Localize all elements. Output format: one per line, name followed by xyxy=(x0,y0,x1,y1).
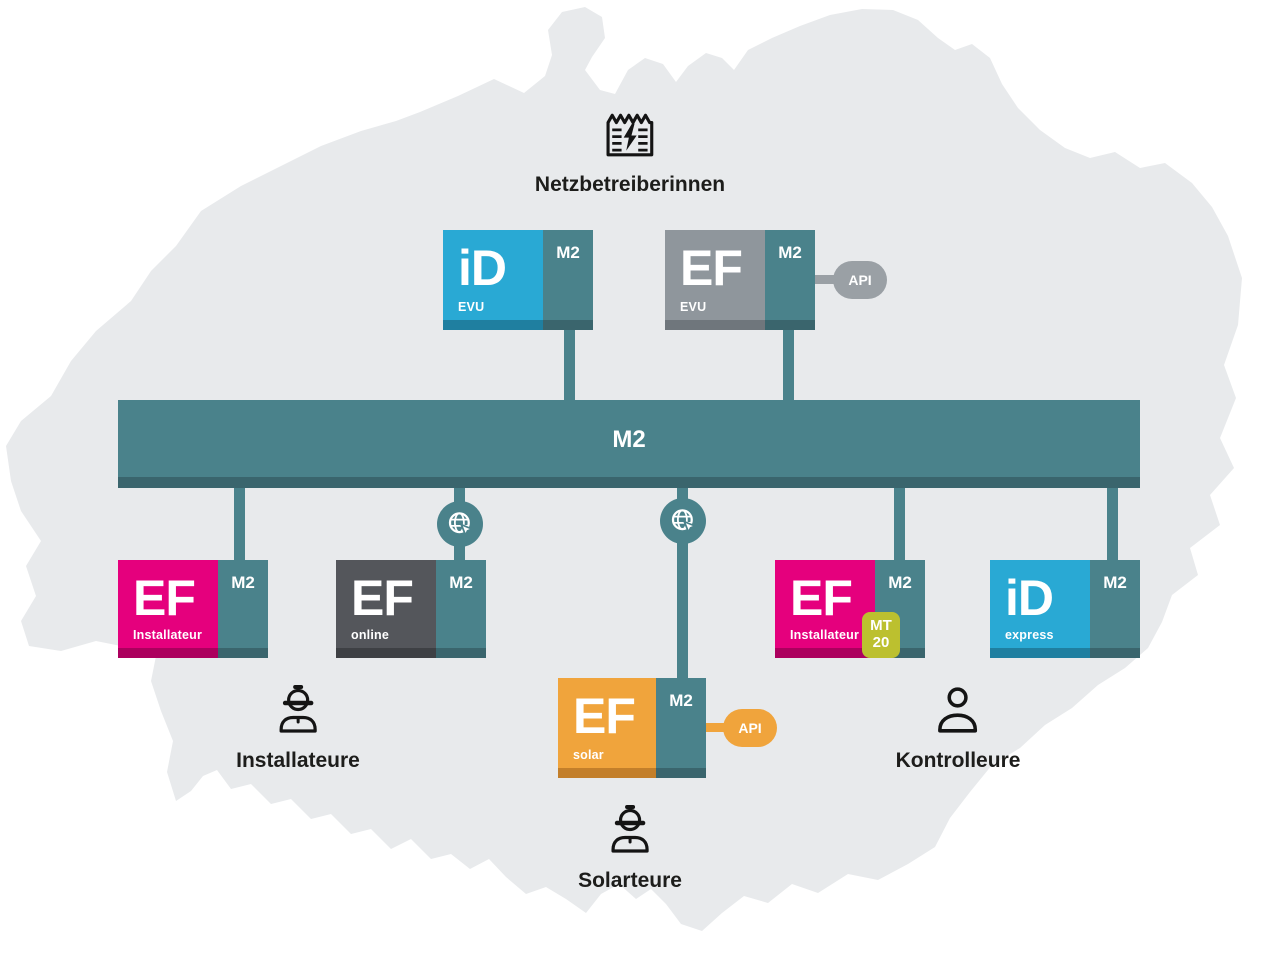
api-pill: API xyxy=(723,709,777,747)
person-icon xyxy=(934,686,982,741)
connector xyxy=(1107,484,1118,562)
m2-bus-label: M2 xyxy=(612,425,646,453)
m2-tag: M2 xyxy=(449,573,473,592)
product-label: EF xyxy=(680,240,743,296)
node-ef-installateur-left: EF Installateur M2 xyxy=(118,560,268,658)
m2-tag: M2 xyxy=(888,573,912,592)
variant-label: EVU xyxy=(458,300,485,314)
api-connector xyxy=(812,275,838,284)
node-ef-installateur-right: EF Installateur M2 MT 20 xyxy=(775,560,925,658)
connector xyxy=(894,484,905,562)
variant-label: EVU xyxy=(680,300,707,314)
worker-icon xyxy=(604,804,656,861)
m2-tag: M2 xyxy=(231,573,255,592)
kontrolleure-label: Kontrolleure xyxy=(895,749,1021,772)
connector xyxy=(234,484,245,562)
power-plant-icon xyxy=(604,108,656,165)
api-label: API xyxy=(738,720,762,736)
product-label: EF xyxy=(790,570,853,626)
globe-icon xyxy=(437,501,483,547)
variant-label: express xyxy=(1005,628,1054,642)
connector xyxy=(564,328,575,402)
m2-tag: M2 xyxy=(556,243,580,262)
api-pill: API xyxy=(833,261,887,299)
m2-tag: M2 xyxy=(1103,573,1127,592)
m2-bus: M2 xyxy=(118,400,1140,488)
product-label: iD xyxy=(458,240,507,296)
api-connector xyxy=(702,723,728,732)
group-installateure: Installateure xyxy=(236,684,360,773)
product-label: EF xyxy=(133,570,196,626)
variant-label: online xyxy=(351,628,390,642)
m2-tag: M2 xyxy=(778,243,802,262)
connector xyxy=(783,328,794,402)
netzbetreiberinnen-label: Netzbetreiberinnen xyxy=(534,173,726,196)
group-solarteure: Solarteure xyxy=(578,804,682,893)
node-ef-online: EF online M2 xyxy=(336,560,486,658)
solarteure-label: Solarteure xyxy=(578,869,682,892)
node-ef-evu: EF EVU M2 xyxy=(665,230,815,330)
variant-label: Installateur xyxy=(790,628,860,642)
variant-label: Installateur xyxy=(133,628,203,642)
connector xyxy=(677,484,688,680)
node-id-evu: iD EVU M2 xyxy=(443,230,593,330)
api-label: API xyxy=(848,272,872,288)
worker-icon xyxy=(272,684,324,741)
installateure-label: Installateure xyxy=(236,749,360,772)
mt20-badge: MT 20 xyxy=(862,612,900,658)
variant-label: solar xyxy=(573,748,604,762)
m2-tag: M2 xyxy=(669,691,693,710)
globe-icon xyxy=(660,498,706,544)
group-kontrolleure: Kontrolleure xyxy=(895,686,1021,773)
node-ef-solar: EF solar M2 xyxy=(558,678,706,778)
product-label: EF xyxy=(351,570,414,626)
group-netzbetreiberinnen: Netzbetreiberinnen xyxy=(535,108,725,197)
node-id-express: iD express M2 xyxy=(990,560,1140,658)
product-label: iD xyxy=(1005,570,1054,626)
product-label: EF xyxy=(573,688,636,744)
